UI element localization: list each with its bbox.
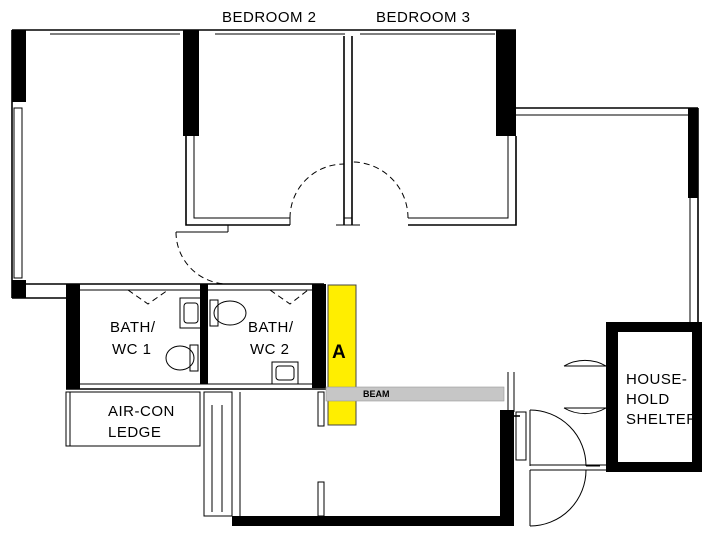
label-bath-2-line-1: BATH/: [248, 319, 294, 336]
label-bath-1-line-2: WC 1: [112, 341, 152, 358]
label-bath-1-line-1: BATH/: [110, 319, 156, 336]
structural-markers: A BEAM: [325, 284, 505, 426]
label-shelter-line-3: SHELTER: [626, 411, 698, 428]
beam-label: BEAM: [363, 389, 390, 399]
bedroom-partitions: [175, 30, 517, 285]
bathroom-block: [65, 283, 515, 517]
label-bedroom-2: BEDROOM 2: [222, 9, 317, 26]
label-aircon-line-2: LEDGE: [108, 424, 161, 441]
label-bath-2-line-2: WC 2: [250, 341, 290, 358]
column-a-highlight: [327, 284, 357, 426]
entrance-doors: [529, 359, 607, 527]
beam-highlight: [325, 386, 505, 402]
outer-walls: [11, 29, 702, 526]
column-a-label: A: [332, 342, 346, 363]
room-labels: BEDROOM 2 BEDROOM 3 BATH/ WC 1 BATH/ WC …: [108, 9, 698, 441]
label-shelter-line-2: HOLD: [626, 391, 670, 408]
label-bedroom-3: BEDROOM 3: [376, 9, 471, 26]
label-shelter-line-1: HOUSE-: [626, 371, 687, 388]
label-aircon-line-1: AIR-CON: [108, 403, 175, 420]
